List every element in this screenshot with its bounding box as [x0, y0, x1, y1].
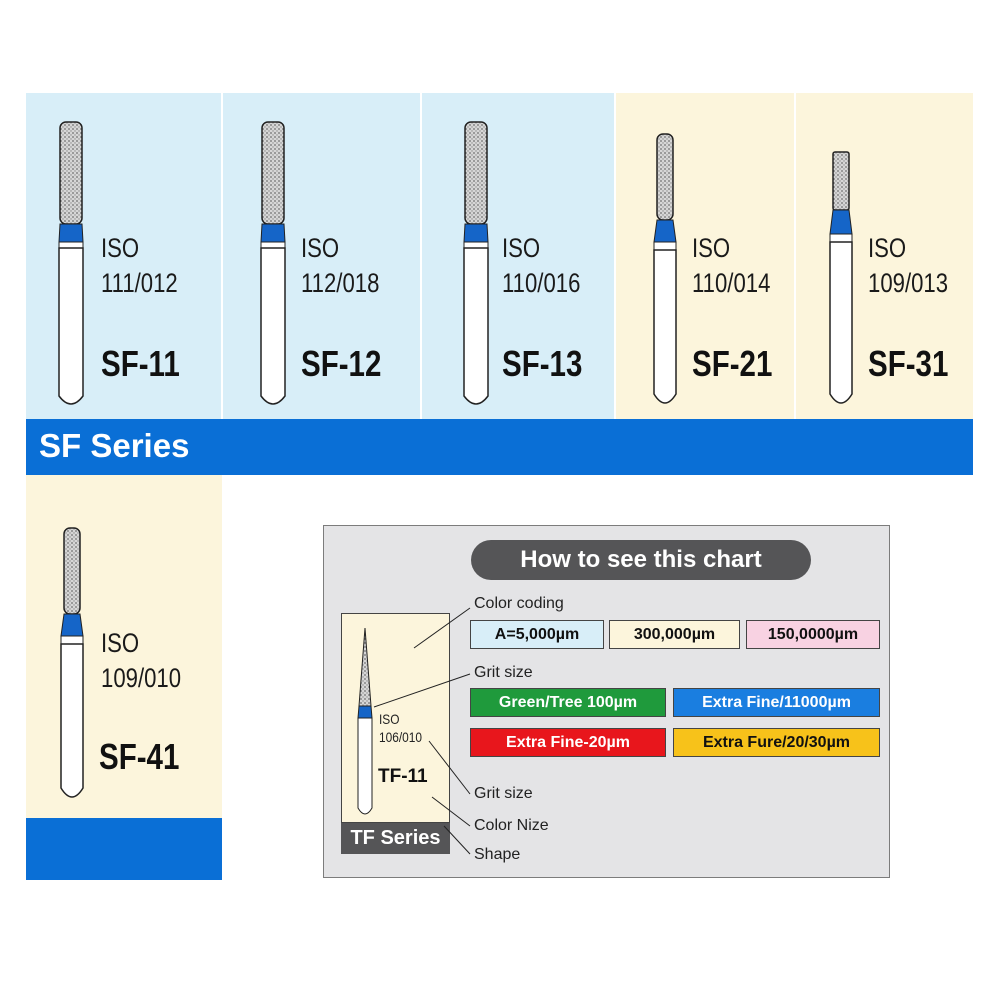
model-name: SF-12: [301, 343, 382, 384]
model-name: SF-41: [99, 736, 180, 777]
model-name: SF-31: [868, 343, 949, 384]
swatch: 300,000µm: [609, 620, 740, 649]
swatch: Extra Fine-20µm: [470, 728, 666, 757]
panel-sf-41: [26, 475, 222, 818]
bur-sf-11-icon: [58, 121, 84, 405]
swatch: Green/Tree 100µm: [470, 688, 666, 717]
bur-sf-41-icon: [60, 527, 84, 798]
legend-shape: Shape: [474, 846, 521, 863]
model-name: SF-21: [692, 343, 773, 384]
legend-color-coding: Color coding: [474, 595, 564, 612]
chart-title: How to see this chart: [471, 540, 811, 580]
bur-sf-31-icon: [829, 151, 853, 404]
bur-sf-21-icon: [653, 133, 677, 404]
divider: [420, 93, 422, 419]
panel-sf-13: [421, 93, 615, 419]
legend-grit-size-2: Grit size: [474, 785, 533, 802]
panel-sf-12: [222, 93, 421, 419]
example-model: TF-11: [378, 766, 428, 787]
series-bar-bottom: [26, 818, 222, 880]
bur-sf-13-icon: [463, 121, 489, 405]
series-title: SF Series: [39, 427, 190, 464]
panel-sf-21: [615, 93, 795, 419]
divider: [614, 93, 616, 419]
swatch: 150,0000µm: [746, 620, 880, 649]
swatch: A=5,000µm: [470, 620, 604, 649]
example-series: TF Series: [341, 823, 450, 854]
divider: [221, 93, 223, 419]
panel-sf-31: [795, 93, 973, 419]
model-name: SF-13: [502, 343, 583, 384]
bur-sf-12-icon: [260, 121, 286, 405]
example-bur-icon: [357, 627, 373, 815]
model-name: SF-11: [101, 343, 180, 384]
series-bar: [26, 419, 973, 475]
divider: [794, 93, 796, 419]
leader-lines: [373, 607, 471, 855]
swatch: Extra Fine/11000µm: [673, 688, 880, 717]
legend-grit-size: Grit size: [474, 664, 533, 681]
legend-color-nize: Color Nize: [474, 817, 549, 834]
swatch: Extra Fure/20/30µm: [673, 728, 880, 757]
